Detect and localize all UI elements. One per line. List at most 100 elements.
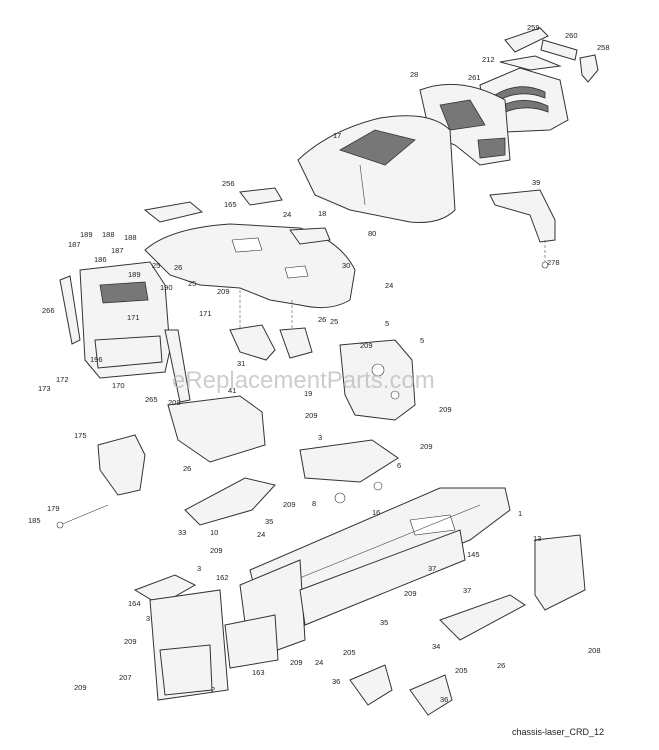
part-label-l26d: 26 — [497, 661, 505, 670]
part-label-l2: 2 — [211, 685, 215, 694]
part-label-l145: 145 — [467, 550, 480, 559]
watermark: eReplacementParts.com — [172, 367, 435, 394]
part-label-l189a: 189 — [80, 230, 93, 239]
part-label-l1: 1 — [518, 509, 522, 518]
part-label-l205a: 205 — [343, 648, 356, 657]
plate-13 — [534, 534, 586, 611]
part-label-l34: 34 — [432, 642, 440, 651]
plate-8 — [299, 439, 399, 483]
part-label-l188a: 188 — [102, 230, 115, 239]
bar-266 — [59, 275, 81, 345]
part-label-l164: 164 — [128, 599, 141, 608]
part-label-l3: 3 — [318, 433, 322, 442]
part-label-l208b: 208 — [588, 646, 601, 655]
part-label-l35b: 35 — [380, 618, 388, 627]
part-label-l25c: 25 — [330, 317, 338, 326]
part-label-l261: 261 — [468, 73, 481, 82]
dash-tower — [339, 339, 416, 421]
part-label-l25a: 25 — [152, 261, 160, 270]
part-label-l3c: 3 — [146, 614, 150, 623]
bracket-39 — [489, 189, 556, 269]
part-label-l8: 8 — [312, 499, 316, 508]
panel-41 — [167, 395, 266, 463]
part-label-l24d: 24 — [315, 658, 323, 667]
bracket-175 — [97, 434, 146, 496]
part-label-l209e: 209 — [420, 442, 433, 451]
lever-179 — [59, 504, 109, 526]
part-label-l256: 256 — [222, 179, 235, 188]
part-label-l187b: 187 — [111, 246, 124, 255]
hood-front-28 — [419, 83, 511, 166]
plate-265 — [164, 329, 191, 403]
part-label-l185: 185 — [28, 516, 41, 525]
part-label-l24a: 24 — [283, 210, 291, 219]
part-label-l163: 163 — [252, 668, 265, 677]
part-label-l209d: 209 — [439, 405, 452, 414]
part-label-l209j: 209 — [74, 683, 87, 692]
hood-17 — [297, 115, 456, 223]
plate-163 — [224, 614, 279, 669]
part-label-l25b: 25 — [188, 279, 196, 288]
part-label-l189b: 189 — [128, 270, 141, 279]
part-label-l170: 170 — [112, 381, 125, 390]
part-label-l10: 10 — [210, 528, 218, 537]
part-label-l172: 172 — [56, 375, 69, 384]
part-label-l37b: 37 — [463, 586, 471, 595]
panel-256 — [239, 187, 283, 206]
part-label-l26b: 26 — [318, 315, 326, 324]
part-label-l17: 17 — [333, 131, 341, 140]
part-label-l190: 190 — [160, 283, 173, 292]
part-label-l6: 6 — [397, 461, 401, 470]
part-label-l80: 80 — [368, 229, 376, 238]
part-label-l265: 265 — [145, 395, 158, 404]
part-label-l39: 39 — [532, 178, 540, 187]
part-label-l205b: 205 — [455, 666, 468, 675]
part-label-l209b: 209 — [360, 341, 373, 350]
part-label-l212: 212 — [482, 55, 495, 64]
part-label-l278: 278 — [547, 258, 560, 267]
part-label-l258: 258 — [597, 43, 610, 52]
part-label-l19: 19 — [304, 389, 312, 398]
part-label-l36a: 36 — [332, 677, 340, 686]
fender-30 — [144, 223, 356, 309]
part-label-l24c: 24 — [257, 530, 265, 539]
footrest-34 — [439, 594, 526, 641]
part-label-l3b: 3 — [197, 564, 201, 573]
part-label-l18: 18 — [318, 209, 326, 218]
part-label-l209i: 209 — [124, 637, 137, 646]
bracket-36a — [349, 664, 393, 706]
part-label-l188b: 188 — [124, 233, 137, 242]
part-label-l26a: 26 — [174, 263, 182, 272]
part-label-l162: 162 — [216, 573, 229, 582]
part-label-l209g: 209 — [210, 546, 223, 555]
front-plate-2 — [149, 589, 229, 701]
part-label-l207: 207 — [119, 673, 132, 682]
part-label-l171b: 171 — [127, 313, 140, 322]
panel-165 — [143, 201, 204, 223]
part-label-l173: 173 — [38, 384, 51, 393]
part-label-l175: 175 — [74, 431, 87, 440]
dash-brackets — [229, 290, 313, 361]
part-label-l187a: 187 — [68, 240, 81, 249]
part-label-l24b: 24 — [385, 281, 393, 290]
part-label-l30: 30 — [342, 261, 350, 270]
part-label-l209h: 209 — [404, 589, 417, 598]
part-label-l16: 16 — [372, 508, 380, 517]
part-label-l165: 165 — [224, 200, 237, 209]
part-label-l31: 31 — [237, 359, 245, 368]
footrest-33 — [184, 477, 276, 526]
part-label-l260: 260 — [565, 31, 578, 40]
dash-panel-190 — [79, 261, 171, 379]
part-label-l13: 13 — [533, 534, 541, 543]
part-label-l179: 179 — [47, 504, 60, 513]
part-label-l41: 41 — [228, 386, 236, 395]
part-label-l259: 259 — [527, 23, 540, 32]
part-label-l35a: 35 — [265, 517, 273, 526]
part-label-l171a: 171 — [199, 309, 212, 318]
part-label-l196: 196 — [90, 355, 103, 364]
part-label-l36b: 36 — [440, 695, 448, 704]
part-label-l5a: 5 — [385, 319, 389, 328]
bracket-36b — [409, 674, 453, 716]
